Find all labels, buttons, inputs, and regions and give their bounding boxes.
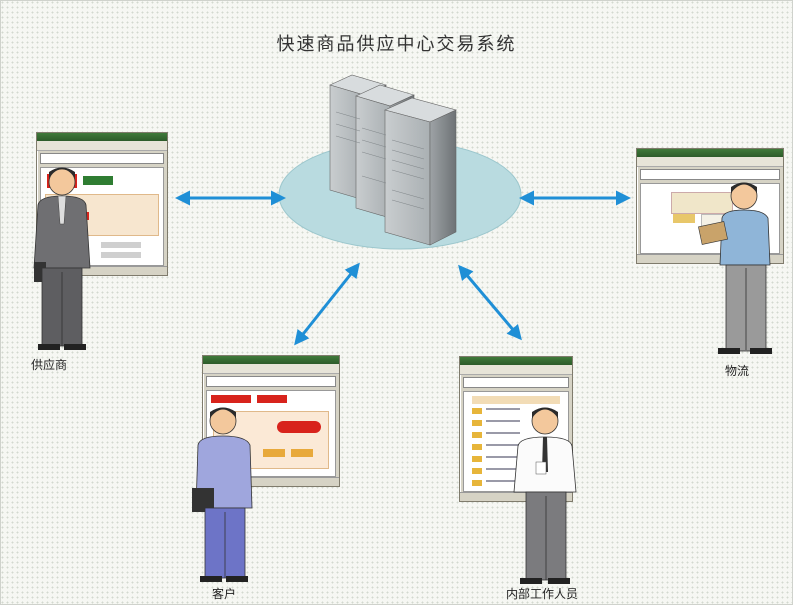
server-cluster-icon [329, 74, 457, 246]
node-label-logistics: 物流 [725, 364, 750, 378]
customer-person-icon [192, 407, 253, 582]
logistics-person-icon [698, 182, 772, 354]
arrow-staff [458, 264, 522, 341]
logistics-browser-window [636, 148, 784, 264]
node-label-staff: 内部工作人员 [506, 587, 579, 601]
diagram-title: 快速商品供应中心交易系统 [276, 34, 517, 55]
staff-person-icon [513, 407, 577, 584]
arrow-customer [294, 262, 360, 346]
node-label-supplier: 供应商 [31, 358, 68, 372]
node-label-customer: 客户 [212, 587, 237, 601]
supplier-person-icon [33, 167, 91, 350]
